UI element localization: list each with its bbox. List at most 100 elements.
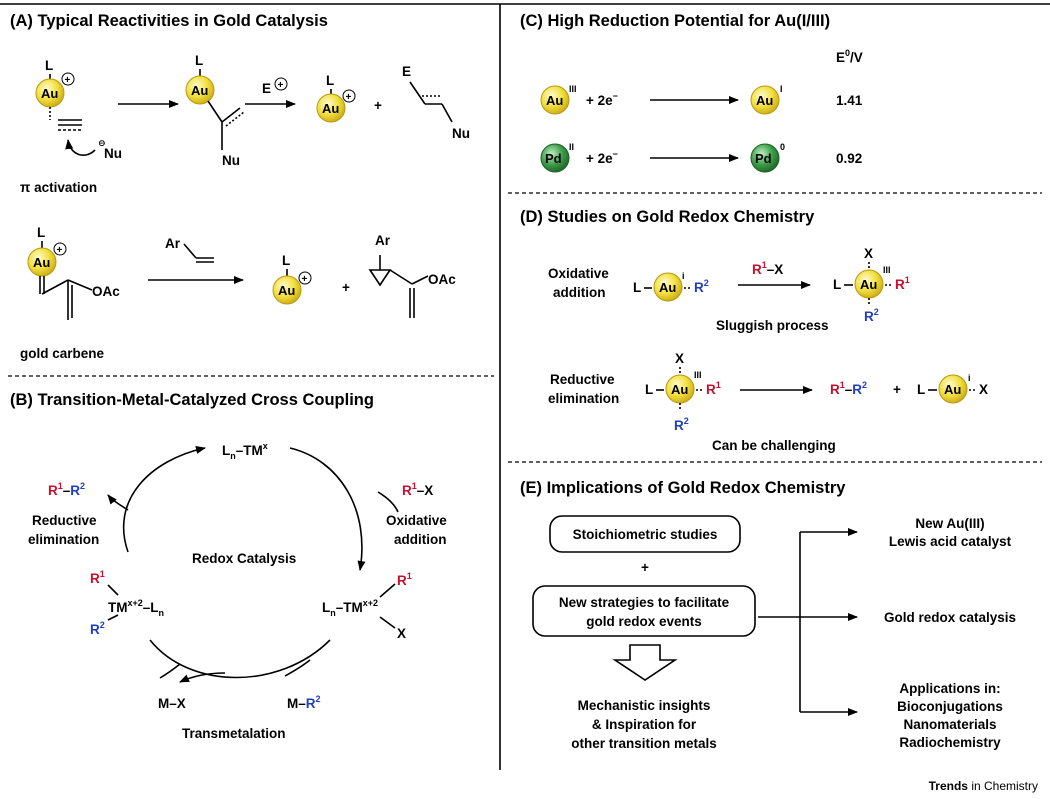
svg-text:X: X	[979, 382, 988, 397]
svg-text:L: L	[195, 53, 203, 68]
panel-e-title: (E) Implications of Gold Redox Chemistry	[520, 479, 846, 497]
svg-text:Reductive: Reductive	[550, 372, 615, 387]
svg-text:L: L	[833, 277, 841, 292]
au-potential-value: 1.41	[836, 93, 863, 108]
svg-text:L: L	[645, 382, 653, 397]
svg-text:OAc: OAc	[92, 284, 120, 299]
svg-text:elimination: elimination	[28, 532, 99, 547]
svg-text:R1–R2: R1–R2	[830, 380, 867, 397]
svg-text:addition: addition	[394, 532, 447, 547]
au-iii-product: X L Au III R1 R2	[833, 246, 910, 324]
svg-text:Au: Au	[322, 101, 339, 116]
svg-text:Au: Au	[278, 283, 295, 298]
panel-a: (A) Typical Reactivities in Gold Catalys…	[10, 12, 470, 361]
svg-text:+: +	[302, 274, 308, 285]
sluggish-note: Sluggish process	[716, 318, 829, 333]
panel-frame	[0, 3, 1050, 770]
svg-text:Pd: Pd	[755, 151, 772, 166]
svg-text:+: +	[65, 75, 71, 86]
potential-header: E0/V	[836, 48, 863, 65]
electrophile-label: E	[262, 81, 271, 96]
svg-text:I: I	[780, 84, 783, 94]
ligand-label: L	[45, 58, 53, 73]
svg-text:Nanomaterials: Nanomaterials	[903, 717, 996, 732]
down-arrow-icon	[612, 644, 678, 681]
svg-text:Stoichiometric studies: Stoichiometric studies	[573, 527, 718, 542]
svg-text:R1: R1	[90, 569, 105, 586]
gold-cation-product: L Au +	[316, 73, 356, 123]
svg-text:R2: R2	[694, 278, 709, 295]
au-reduction-row: Au III + 2e− Au I 1.41	[540, 84, 863, 115]
svg-text:M–X: M–X	[158, 696, 186, 711]
svg-text:New Au(III): New Au(III)	[915, 516, 984, 531]
svg-text:III: III	[883, 265, 891, 275]
svg-text:+ 2e−: + 2e−	[586, 149, 618, 166]
gold-cation-product-2: L Au +	[272, 253, 312, 305]
pi-activation-label: π activation	[20, 180, 97, 195]
svg-text:Nu: Nu	[452, 126, 470, 141]
svg-text:L: L	[282, 253, 290, 268]
svg-text:i: i	[968, 373, 971, 383]
svg-text:Radiochemistry: Radiochemistry	[899, 735, 1001, 750]
svg-text:Pd: Pd	[545, 151, 562, 166]
svg-text:L: L	[633, 280, 641, 295]
svg-text:III: III	[694, 370, 702, 380]
svg-text:OAc: OAc	[428, 272, 456, 287]
svg-text:addition: addition	[553, 285, 606, 300]
panel-c: (C) High Reduction Potential for Au(I/II…	[520, 12, 863, 173]
au-iii-reactant: X L Au III R1 R2	[645, 351, 721, 433]
svg-text:R2: R2	[90, 620, 105, 637]
styrene-reagent: Ar	[165, 236, 214, 263]
svg-text:Ar: Ar	[375, 233, 391, 248]
panel-a-title: (A) Typical Reactivities in Gold Catalys…	[10, 12, 328, 30]
cycle-center-label: Redox Catalysis	[192, 551, 296, 566]
svg-text:i: i	[682, 271, 685, 281]
svg-text:L: L	[37, 225, 45, 240]
svg-text:Au: Au	[659, 280, 676, 295]
svg-text:R1: R1	[397, 571, 412, 588]
svg-text:Au: Au	[944, 382, 961, 397]
cycle-arc-bottom	[149, 639, 331, 679]
svg-text:Mechanistic insights: Mechanistic insights	[578, 698, 711, 713]
svg-text:Transmetalation: Transmetalation	[182, 726, 286, 741]
svg-text:R1: R1	[895, 275, 910, 292]
svg-text:R1: R1	[706, 380, 721, 397]
challenging-note: Can be challenging	[712, 438, 836, 453]
svg-text:+: +	[342, 280, 350, 295]
svg-text:& Inspiration for: & Inspiration for	[592, 717, 697, 732]
svg-text:+: +	[57, 245, 63, 256]
svg-text:E: E	[402, 64, 411, 79]
svg-text:Au: Au	[860, 277, 877, 292]
svg-text:Nu: Nu	[104, 146, 122, 161]
svg-text:R1–X: R1–X	[752, 260, 783, 277]
svg-text:Au: Au	[756, 93, 773, 108]
catalyst-complex: Ln–TMx	[222, 441, 268, 461]
svg-text:X: X	[397, 626, 406, 641]
svg-text:New strategies to facilitate: New strategies to facilitate	[559, 595, 730, 610]
panel-b-title: (B) Transition-Metal-Catalyzed Cross Cou…	[10, 391, 374, 409]
svg-text:+: +	[346, 92, 352, 103]
svg-text:III: III	[569, 84, 577, 94]
au-pi-complex: L Au + ⊖ Nu π activation	[20, 58, 122, 195]
svg-text:Nu: Nu	[222, 153, 240, 168]
svg-text:L: L	[326, 73, 334, 88]
panel-b: (B) Transition-Metal-Catalyzed Cross Cou…	[10, 391, 447, 741]
cyclopropane-product: Ar OAc	[368, 233, 456, 318]
svg-text:X: X	[864, 246, 873, 261]
svg-text:Oxidative: Oxidative	[386, 513, 447, 528]
svg-text:Oxidative: Oxidative	[548, 266, 609, 281]
vinyl-gold: L Au Nu	[185, 53, 245, 168]
svg-text:II: II	[569, 142, 574, 152]
svg-text:M–R2: M–R2	[287, 694, 321, 711]
svg-text:Ar: Ar	[165, 236, 181, 251]
svg-text:+ 2e−: + 2e−	[586, 91, 618, 108]
plus-charge-icon	[61, 72, 75, 86]
svg-text:+: +	[641, 560, 649, 575]
svg-text:gold redox events: gold redox events	[586, 614, 702, 629]
svg-text:Au: Au	[546, 93, 563, 108]
panel-e: (E) Implications of Gold Redox Chemistry…	[520, 479, 1016, 751]
svg-text:other transition metals: other transition metals	[571, 736, 717, 751]
pd-potential-value: 0.92	[836, 151, 862, 166]
svg-text:Lewis acid catalyst: Lewis acid catalyst	[889, 534, 1012, 549]
